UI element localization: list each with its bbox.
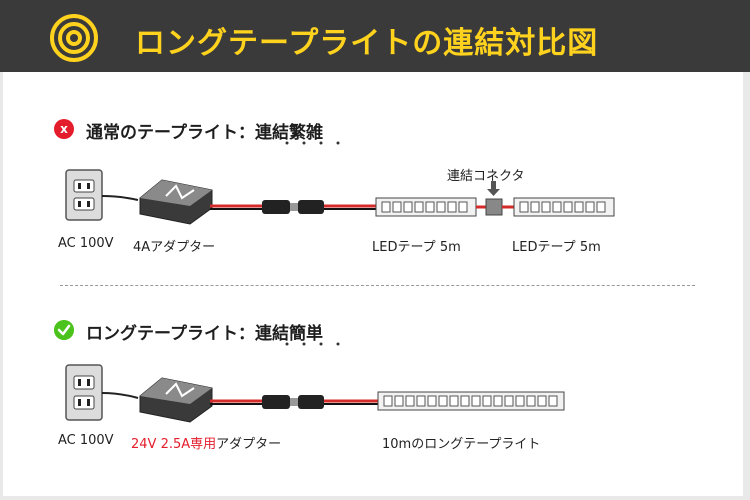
adapter-icon-2 <box>139 377 213 423</box>
connector-label: 連結コネクタ <box>447 169 525 184</box>
tape-label-2: LEDテープ 5m <box>512 240 601 255</box>
page-title: ロングテープライトの連結対比図 <box>135 26 599 61</box>
dc-connector-1 <box>262 200 324 214</box>
adapter-spec-red: 24V 2.5A専用 <box>131 437 217 452</box>
led-tape-1 <box>375 197 477 217</box>
down-arrow-icon <box>487 181 500 196</box>
long-tape-label: 10mのロングテープライト <box>382 437 541 452</box>
tape-label-1: LEDテープ 5m <box>372 240 461 255</box>
section-divider <box>60 285 695 286</box>
connector-block <box>485 198 503 216</box>
check-badge-icon <box>54 320 74 340</box>
emphasis-dots-2 <box>285 342 340 346</box>
adapter-spec-rest: アダプター <box>216 437 282 452</box>
long-led-tape <box>377 391 565 411</box>
section2-title: ロングテープライト：連結簡単 <box>86 319 323 344</box>
outlet-label-2: AC 100V <box>58 433 114 448</box>
adapter-label-2: 24V 2.5A専用アダプター <box>131 433 281 452</box>
section1-title: 通常のテープライト：連結繁雑 <box>86 118 323 143</box>
section1-title-emph: 連結繁雑 <box>254 123 323 143</box>
section2-title-prefix: ロングテープライト： <box>86 324 255 344</box>
emphasis-dots-1 <box>285 141 340 145</box>
adapter-icon-1 <box>139 179 213 225</box>
outlet-label-1: AC 100V <box>58 236 114 251</box>
dc-connector-2 <box>262 395 324 409</box>
comparison-panel <box>3 72 743 496</box>
section1-title-prefix: 通常のテープライト： <box>86 123 255 143</box>
header-bar: ロングテープライトの連結対比図 <box>0 0 750 72</box>
cross-badge-icon: x <box>54 119 74 139</box>
section2-title-emph: 連結簡単 <box>254 324 323 344</box>
adapter-label-1: 4Aアダプター <box>133 240 216 255</box>
target-icon <box>50 14 98 62</box>
outlet-icon-1 <box>65 169 103 221</box>
led-tape-2 <box>513 197 615 217</box>
outlet-icon-2 <box>65 364 103 421</box>
